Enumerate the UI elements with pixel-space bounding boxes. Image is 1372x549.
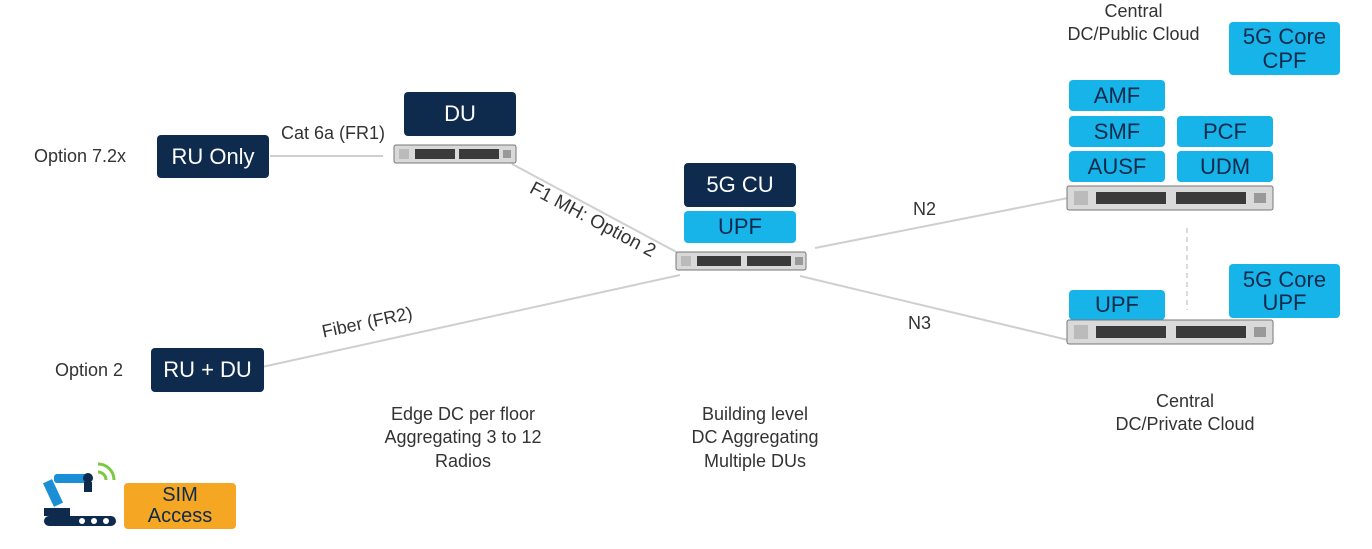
5g-core-cpf-box: 5G Core CPF [1229, 22, 1340, 75]
building-caption-line1: Building level [701, 404, 809, 424]
building-dc-caption: Building level DC Aggregating Multiple D… [665, 403, 845, 473]
core-cpf-line1: 5G Core [1242, 24, 1327, 50]
cu-server-icon [675, 251, 807, 271]
private-cloud-label: Central DC/Private Cloud [1095, 390, 1275, 437]
sim-line1: SIM [162, 484, 198, 506]
core-cpf-line2: CPF [1262, 47, 1307, 73]
sim-line2: Access [147, 505, 213, 527]
ru-du-to-cu-link [261, 274, 681, 368]
building-caption-line2: DC Aggregating [691, 427, 819, 448]
private-cloud-line1: Central [1155, 391, 1215, 411]
private-cloud-line2: DC/Private Cloud [1115, 414, 1255, 435]
core-upf-line2: UPF [1262, 290, 1307, 315]
n3-link [799, 275, 1069, 341]
ru-only-box: RU Only [157, 135, 269, 178]
smf-box: SMF [1069, 116, 1165, 147]
edge-dc-caption: Edge DC per floor Aggregating 3 to 12 Ra… [360, 403, 566, 473]
public-cloud-line2: DC/Public Cloud [1067, 24, 1200, 45]
control-plane-server-icon [1066, 185, 1274, 211]
option-2-label: Option 2 [55, 360, 124, 380]
ausf-box: AUSF [1069, 151, 1165, 182]
5g-cu-box: 5G CU [684, 163, 796, 207]
du-to-cu-link [511, 163, 683, 256]
edge-caption-line3: Radios [434, 450, 492, 471]
option-7-2x-label: Option 7.2x [34, 146, 127, 166]
upf-core-box: UPF [1069, 290, 1165, 320]
upf-edge-box: UPF [684, 211, 796, 243]
edge-caption-line1: Edge DC per floor [390, 404, 536, 424]
public-cloud-label: Central DC/Public Cloud [1046, 0, 1221, 47]
public-cloud-line1: Central [1104, 1, 1163, 21]
n3-label: N3 [908, 313, 932, 333]
du-server-icon [393, 144, 517, 164]
ru-du-box: RU + DU [151, 348, 264, 392]
n2-link [814, 197, 1069, 249]
core-upf-line1: 5G Core [1242, 266, 1327, 292]
user-plane-server-icon [1066, 319, 1274, 345]
amf-box: AMF [1069, 80, 1165, 111]
pcf-box: PCF [1177, 116, 1273, 147]
robot-arm-wireless-icon [42, 462, 116, 526]
sim-access-badge: SIM Access [124, 483, 236, 529]
edge-caption-line2: Aggregating 3 to 12 [384, 427, 542, 448]
n2-label: N2 [913, 199, 937, 219]
5g-core-upf-box: 5G Core UPF [1229, 264, 1340, 318]
cat6a-label: Cat 6a (FR1) [281, 123, 386, 143]
du-box: DU [404, 92, 516, 136]
building-caption-line3: Multiple DUs [703, 450, 807, 471]
udm-box: UDM [1177, 151, 1273, 182]
